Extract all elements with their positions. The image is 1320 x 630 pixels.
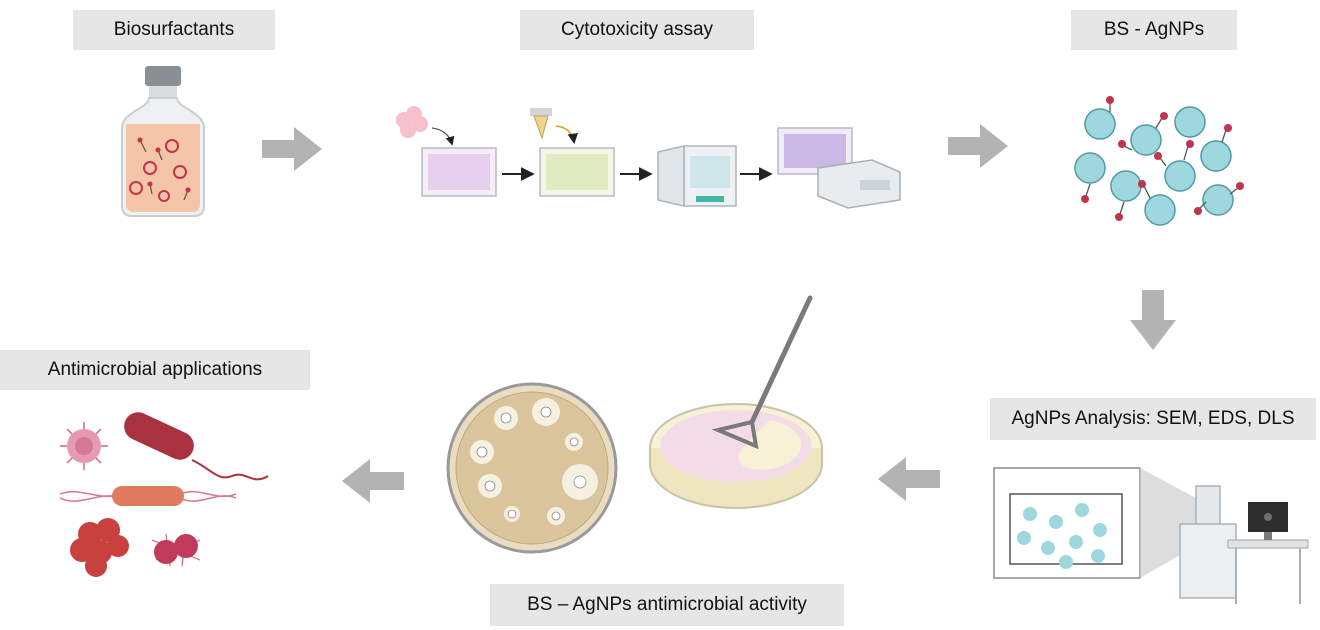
inhibition-zone-petri-dish-icon [446, 382, 618, 554]
label-bs-agnps: BS - AgNPs [1071, 10, 1237, 50]
computer-monitor-icon [1248, 502, 1288, 540]
well-plate-icon [421, 147, 497, 197]
label-biosurfactants: Biosurfactants [73, 10, 275, 50]
plate-reader-icon [777, 127, 901, 209]
cocci-cluster-icon [70, 518, 129, 577]
nanoparticle-icon [1074, 96, 1244, 226]
sem-image-panel [993, 467, 1196, 579]
flow-arrow-down [1130, 290, 1176, 350]
flow-arrow-right-2 [948, 124, 1008, 168]
cell-cluster-icon [396, 106, 455, 146]
sem-microscope-icon [1179, 485, 1309, 604]
bacillus-icon [59, 486, 237, 506]
spreader-petri-dish-icon [649, 295, 823, 509]
pipette-icon [530, 108, 579, 145]
incubator-icon [657, 145, 737, 207]
diplococcus-icon [151, 533, 201, 567]
virus-icon [60, 422, 108, 470]
label-bs-agnps-antimicrobial-activity: BS – AgNPs antimicrobial activity [490, 584, 844, 626]
flow-arrow-right-1 [262, 127, 322, 171]
label-cytotoxicity-assay: Cytotoxicity assay [520, 10, 754, 50]
vial-icon [121, 66, 205, 217]
flow-arrow-left-2 [342, 459, 404, 503]
flow-arrow-left-1 [878, 457, 940, 501]
bacillus-icon [124, 412, 269, 481]
label-agnps-analysis: AgNPs Analysis: SEM, EDS, DLS [990, 398, 1316, 440]
well-plate-icon [539, 147, 615, 197]
label-antimicrobial-applications: Antimicrobial applications [0, 350, 310, 390]
